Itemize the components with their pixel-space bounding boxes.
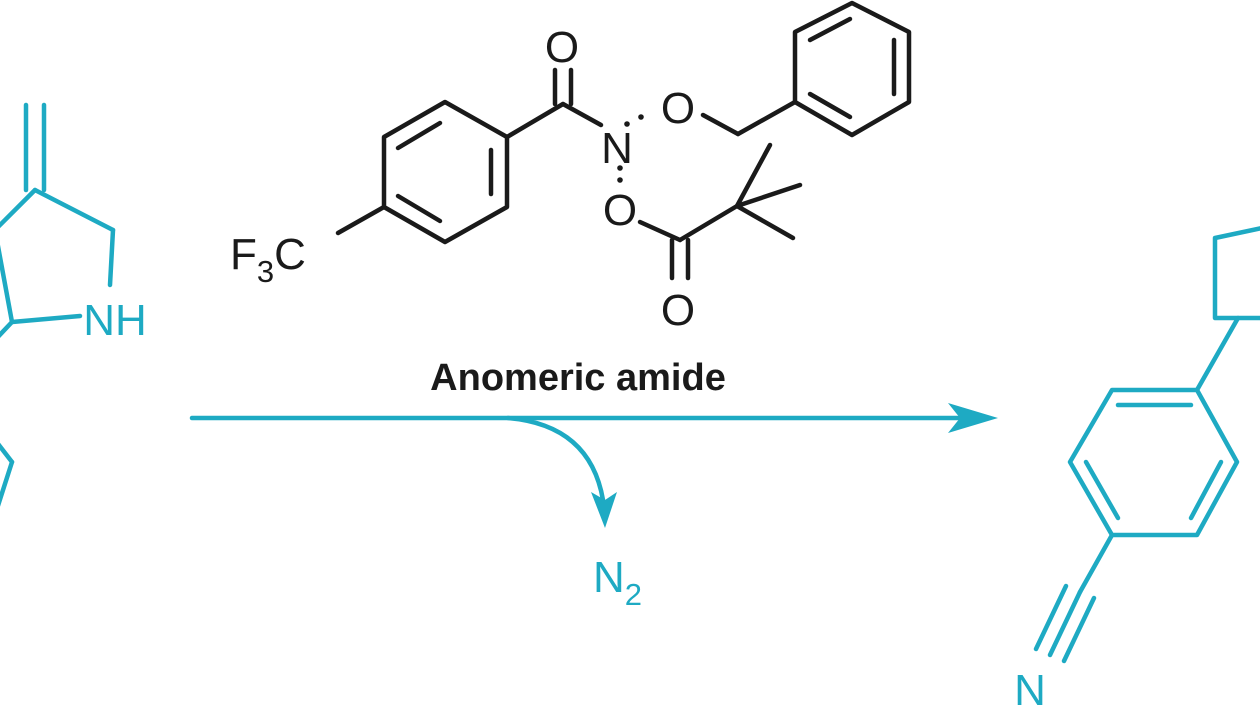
- bond: [677, 203, 740, 243]
- atom-label-cf3: F3C: [230, 230, 306, 289]
- ring-bond: [107, 227, 116, 288]
- bond: [335, 204, 387, 236]
- anomeric-n-o-bonds: [617, 114, 644, 183]
- aromatic-double-bond: [395, 120, 443, 151]
- atom-label-nitrile-n: N: [1014, 666, 1046, 715]
- tert-butyl-methyl: [734, 203, 796, 241]
- atom-label-ester-o: O: [661, 286, 695, 335]
- atom-label-benzyloxy-o: O: [661, 84, 695, 133]
- anomeric-amide-structure: [335, 0, 912, 281]
- n2-subscript: 2: [625, 577, 642, 612]
- bond: [560, 101, 604, 128]
- tert-butyl-methyl: [734, 142, 773, 209]
- bond: [1194, 315, 1241, 393]
- dotted-bond: [617, 177, 623, 183]
- cf3-prefix: F: [230, 230, 257, 279]
- atom-label-carbonyl-o: O: [545, 23, 579, 72]
- cf3-suffix: C: [274, 230, 306, 279]
- atom-label-amine-nh: NH: [83, 296, 147, 345]
- aromatic-double-bond: [1083, 459, 1121, 521]
- n2-release-curve: [505, 415, 606, 503]
- ring-bond: [32, 187, 116, 233]
- bond: [735, 99, 798, 137]
- product-structure: [1033, 226, 1260, 664]
- ring-bond: [0, 442, 15, 465]
- atom-label-nitrogen: N: [601, 124, 633, 173]
- aromatic-double-bond: [395, 193, 443, 224]
- reaction-arrow: [189, 415, 973, 503]
- nitrile-triple-bond: [1061, 595, 1097, 664]
- cf3-phenyl-ring: [381, 99, 510, 245]
- tert-butyl-methyl: [734, 182, 803, 209]
- ring-bond: [0, 244, 15, 325]
- c-n-bond: [9, 313, 83, 325]
- bond: [1077, 532, 1115, 595]
- bond: [637, 219, 683, 243]
- nitrile-triple-bond: [1047, 589, 1083, 658]
- benzyl-phenyl-ring: [792, 0, 912, 138]
- n2-symbol: N: [593, 553, 625, 602]
- cyclobutyl-ring: [1212, 226, 1260, 321]
- byproduct-n2: N2: [593, 553, 642, 612]
- aromatic-double-bond: [807, 16, 853, 43]
- cf3-subscript: 3: [257, 254, 274, 289]
- nitrile-triple-bond: [1033, 583, 1069, 652]
- bond: [504, 101, 566, 140]
- aromatic-double-bond: [807, 91, 853, 120]
- dotted-bond: [624, 121, 630, 127]
- arrow-head: [948, 403, 998, 433]
- starting-material-structure: [0, 102, 116, 507]
- dotted-bond: [617, 165, 623, 171]
- reagent-label: Anomeric amide: [430, 357, 726, 399]
- aromatic-double-bond: [1188, 459, 1224, 521]
- bond: [700, 112, 741, 137]
- ring-bond: [0, 459, 15, 507]
- atom-label-acyloxy-o: O: [603, 186, 637, 235]
- n2-arrow-head: [591, 492, 617, 528]
- ring-bond: [0, 319, 15, 338]
- product-phenyl-ring: [1067, 387, 1240, 538]
- dotted-bond: [638, 114, 644, 120]
- ring-bond: [0, 187, 38, 229]
